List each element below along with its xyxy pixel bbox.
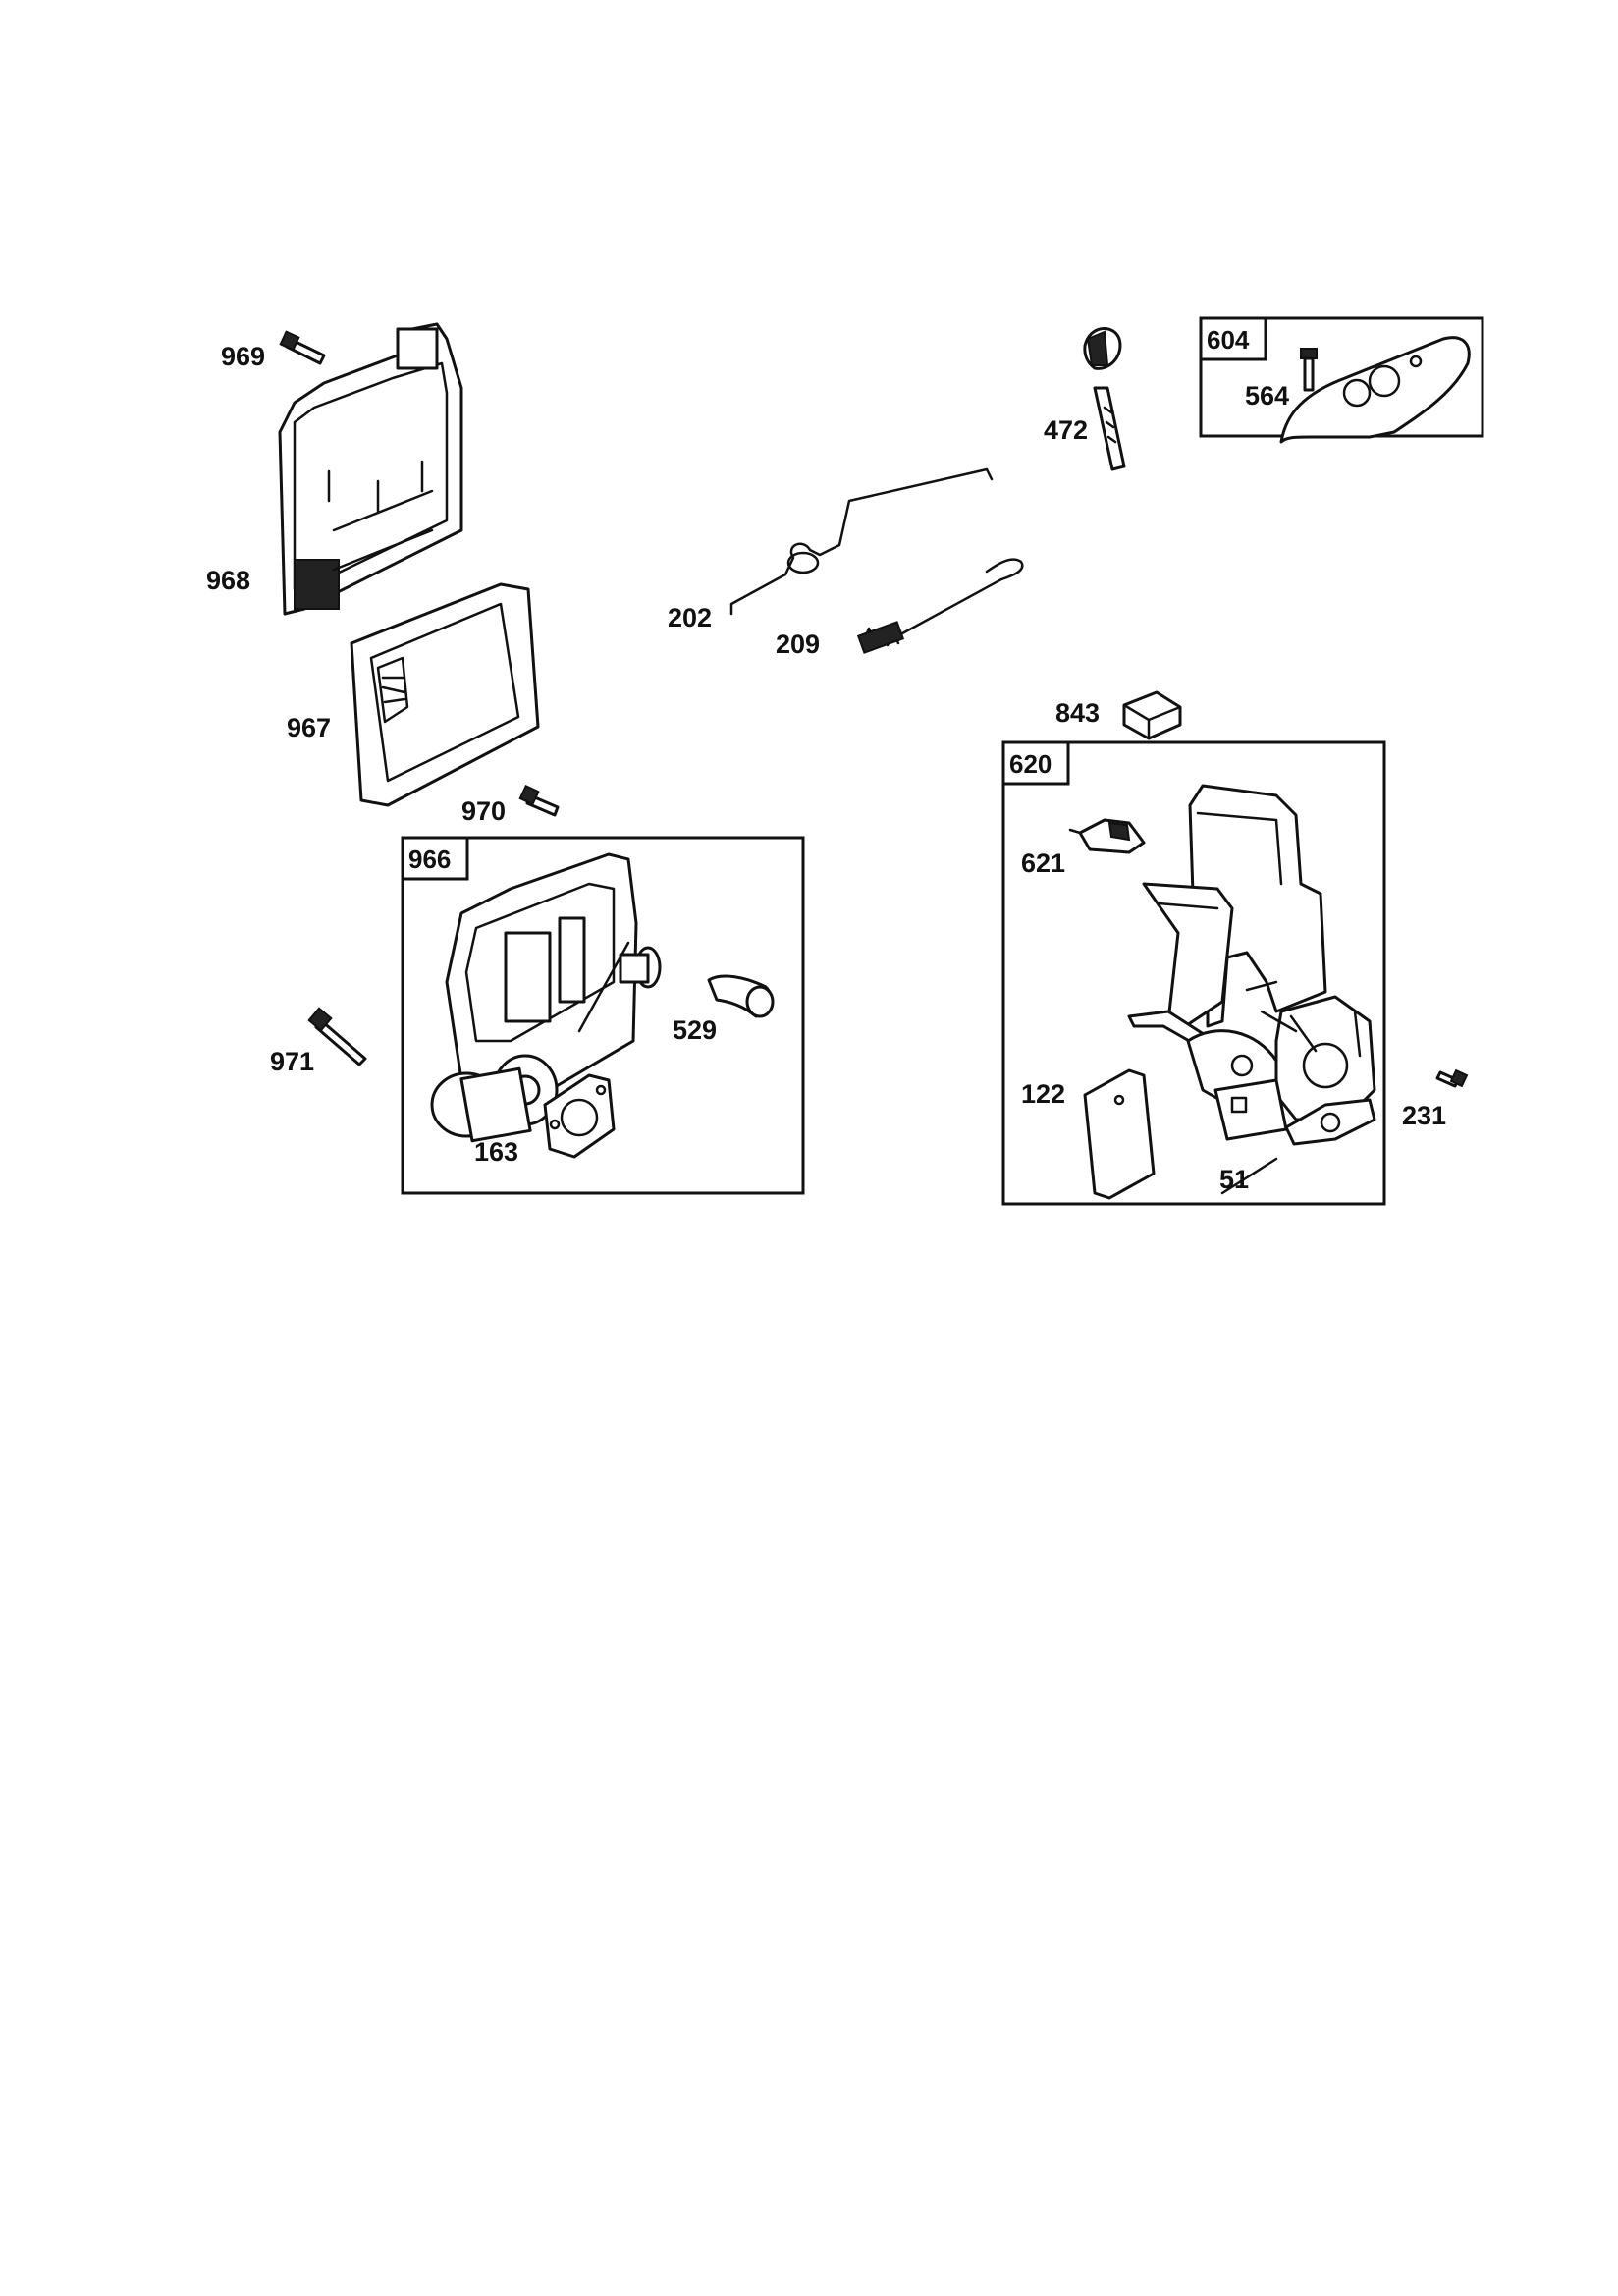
screw-231 <box>1435 1068 1469 1088</box>
screw-969 <box>279 330 326 365</box>
label-971: 971 <box>270 1047 314 1076</box>
kit-tag-966 <box>401 836 469 881</box>
label-209: 209 <box>776 629 820 659</box>
label-620: 620 <box>1009 749 1052 779</box>
label-621: 621 <box>1021 848 1065 878</box>
control-bracket-620 <box>1127 784 1376 1141</box>
label-843: 843 <box>1055 698 1100 728</box>
tube-529 <box>707 974 775 1018</box>
label-51: 51 <box>1219 1165 1249 1194</box>
label-202: 202 <box>668 603 712 632</box>
label-529: 529 <box>673 1015 717 1045</box>
screw-564 <box>1300 348 1318 392</box>
label-122: 122 <box>1021 1079 1065 1109</box>
label-969: 969 <box>221 342 265 371</box>
label-472: 472 <box>1044 415 1088 445</box>
leader-lines <box>1220 1157 1278 1195</box>
label-231: 231 <box>1402 1101 1446 1130</box>
kit-tag-604 <box>1199 316 1267 361</box>
air-filter-967 <box>350 582 540 807</box>
screw-970 <box>518 784 560 817</box>
gasket-51 <box>1284 1098 1376 1146</box>
label-970: 970 <box>461 796 506 826</box>
label-966: 966 <box>408 845 451 874</box>
governor-spring-209 <box>856 558 1024 654</box>
air-guide-604 <box>1279 336 1471 444</box>
governor-link-202 <box>729 467 994 616</box>
kit-frame-620 <box>1001 740 1386 1206</box>
dipstick-472 <box>1083 327 1126 471</box>
clip-621 <box>1068 818 1146 854</box>
air-cleaner-base-968 <box>278 322 463 616</box>
label-564: 564 <box>1245 381 1289 410</box>
label-968: 968 <box>206 566 250 595</box>
kit-frame-966 <box>401 836 805 1195</box>
label-163: 163 <box>474 1137 518 1167</box>
gasket-163 <box>543 1073 616 1159</box>
label-604: 604 <box>1207 325 1250 355</box>
kit-tag-620 <box>1001 740 1070 786</box>
screw-971 <box>307 1007 367 1066</box>
air-cleaner-elbow-966 <box>430 852 662 1143</box>
clip-843 <box>1122 690 1182 740</box>
gasket-122 <box>1083 1068 1156 1200</box>
label-967: 967 <box>287 713 331 742</box>
